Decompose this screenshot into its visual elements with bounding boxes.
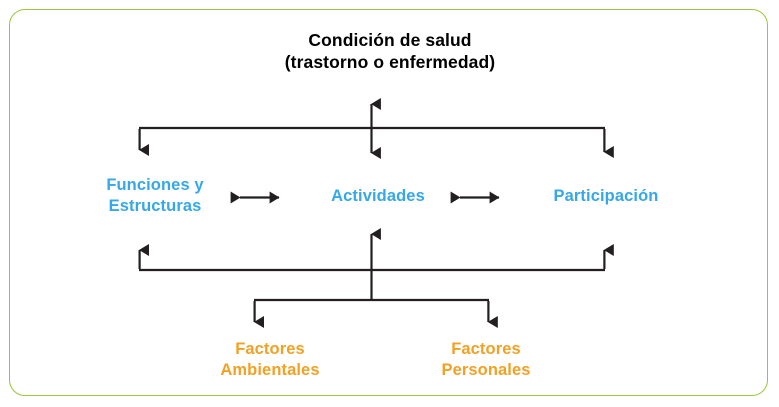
- node-participacion: Participación: [553, 187, 659, 205]
- node-factores-personales: Factores Personales: [441, 340, 531, 380]
- node-factores-ambientales: Factores Ambientales: [220, 340, 320, 380]
- diagram-border-frame: [9, 9, 768, 396]
- node-actividades: Actividades: [331, 187, 425, 205]
- node-funciones-y-estructuras: Funciones y Estructuras: [106, 176, 204, 216]
- page-title: Condición de salud (trastorno o enfermed…: [284, 30, 496, 73]
